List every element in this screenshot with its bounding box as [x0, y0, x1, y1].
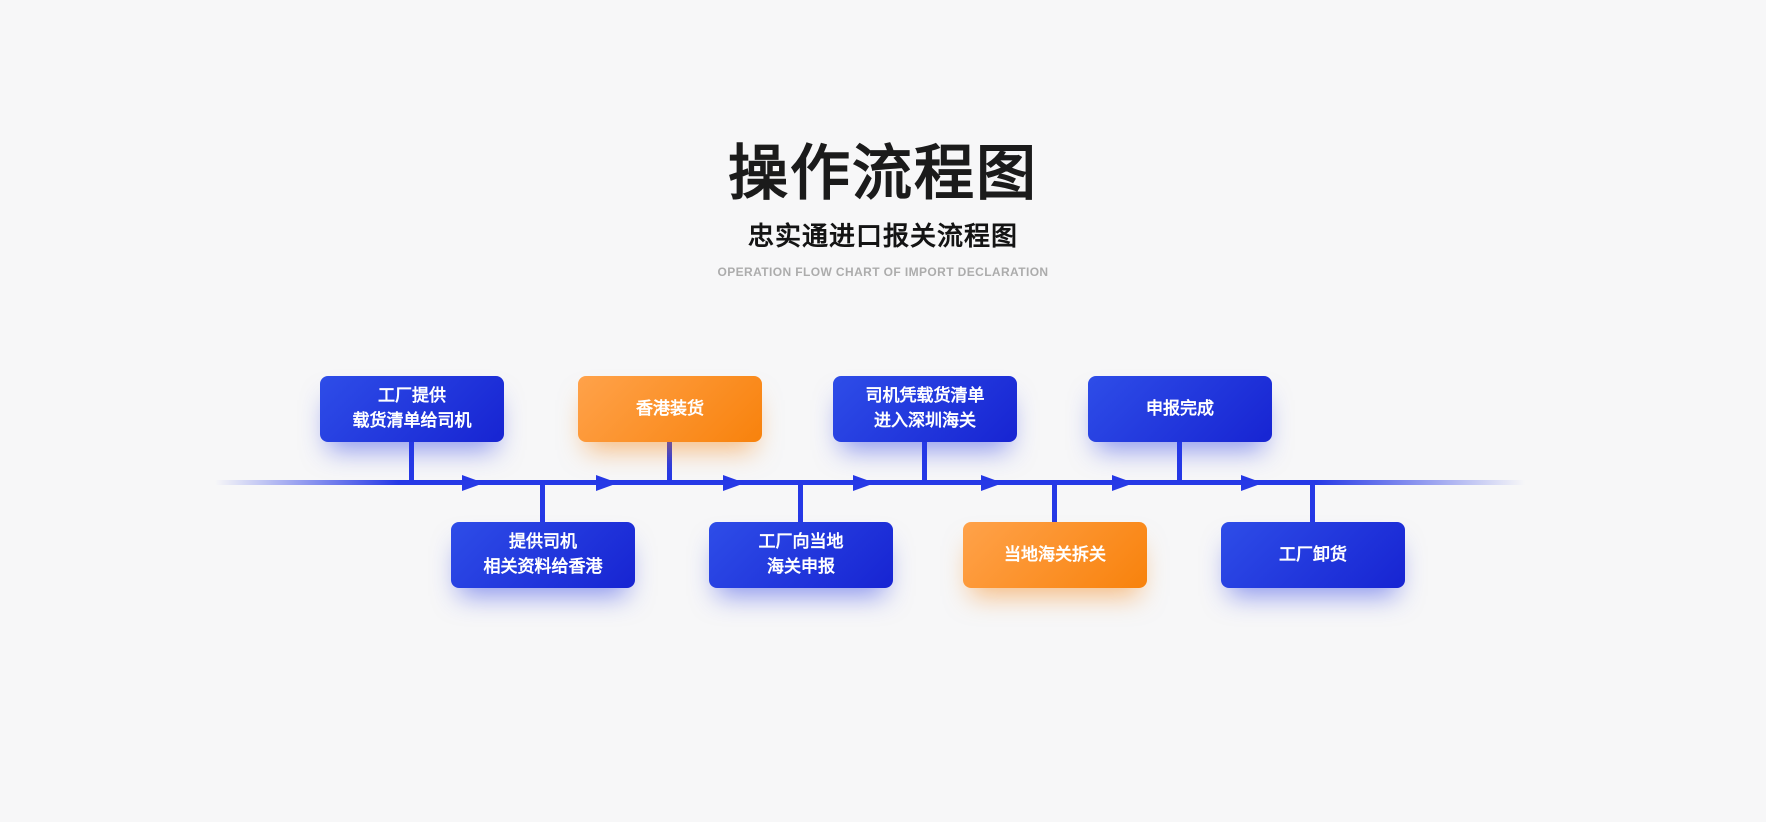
timeline-arrow-icon: [462, 475, 484, 491]
timeline-arrow-icon: [723, 475, 745, 491]
step-2-box: 提供司机 相关资料给香港: [451, 522, 635, 588]
connector-step-3: [667, 440, 672, 483]
timeline-arrow-icon: [1241, 475, 1263, 491]
page-subtitle: 忠实通进口报关流程图: [747, 221, 1018, 251]
timeline-arrow-icon: [1112, 475, 1134, 491]
step-3-box: 香港装货: [578, 376, 762, 442]
step-1-box: 工厂提供 载货清单给司机: [320, 376, 504, 442]
connector-step-7: [1177, 440, 1182, 483]
step-5-label-line-2: 进入深圳海关: [874, 411, 976, 430]
timeline-arrow-icon: [981, 475, 1003, 491]
step-4-box: 工厂向当地 海关申报: [709, 522, 893, 588]
connector-step-6: [1052, 482, 1057, 526]
connector-step-8: [1310, 482, 1315, 526]
step-6-box: 当地海关拆关: [963, 522, 1147, 588]
step-6-label: 当地海关拆关: [1004, 544, 1106, 564]
step-4-label-line-1: 工厂向当地: [758, 532, 844, 552]
step-8-box: 工厂卸货: [1221, 522, 1405, 588]
connector-step-4: [798, 482, 803, 526]
step-1-label-line-2: 载货清单给司机: [352, 411, 472, 430]
page-title: 操作流程图: [728, 140, 1038, 207]
step-4-label-line-2: 海关申报: [767, 557, 835, 576]
timeline-arrow-icon: [853, 475, 875, 491]
connector-step-5: [922, 440, 927, 483]
timeline-arrow-icon: [596, 475, 618, 491]
connector-step-1: [409, 440, 414, 483]
step-8-label: 工厂卸货: [1279, 544, 1347, 564]
step-7-label: 申报完成: [1146, 398, 1214, 418]
step-3-label: 香港装货: [636, 398, 704, 418]
step-7-box: 申报完成: [1088, 376, 1272, 442]
connector-step-2: [540, 482, 545, 526]
step-5-box: 司机凭载货清单 进入深圳海关: [833, 376, 1017, 442]
step-1-label-line-1: 工厂提供: [378, 386, 446, 406]
page-caption-en: OPERATION FLOW CHART OF IMPORT DECLARATI…: [717, 265, 1049, 279]
step-5-label-line-1: 司机凭载货清单: [865, 386, 985, 406]
step-2-label-line-2: 相关资料给香港: [483, 557, 603, 576]
step-2-label-line-1: 提供司机: [509, 532, 577, 552]
